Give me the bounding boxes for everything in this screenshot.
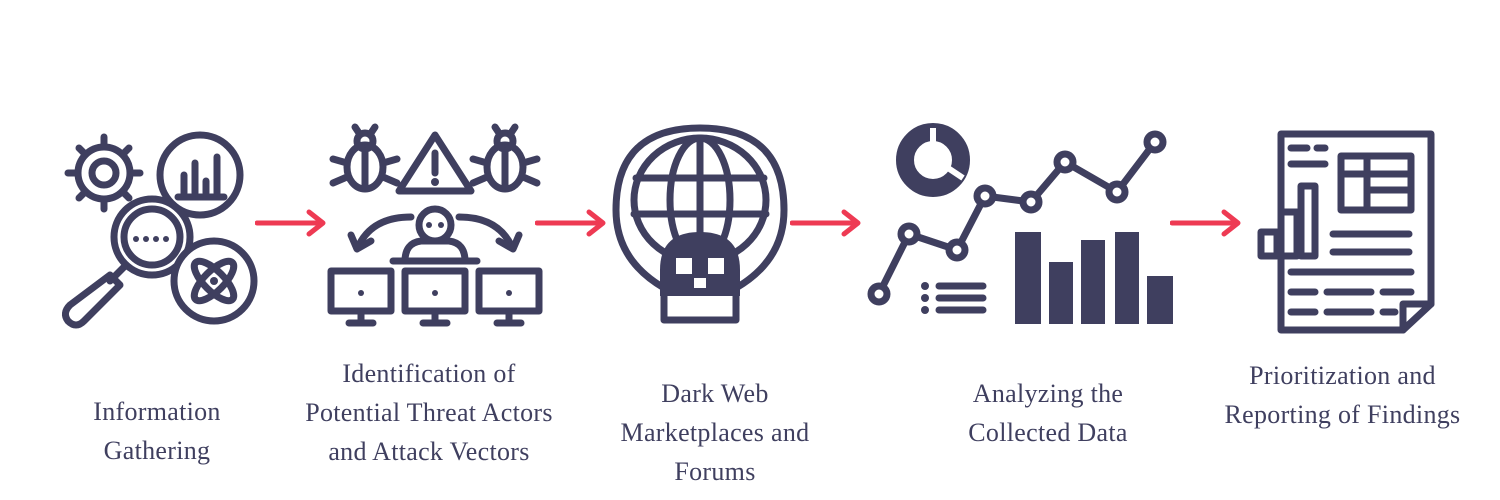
step-4-label-line-2: Collected Data (968, 418, 1128, 447)
step-2-label-line-1: Identification of (342, 359, 516, 388)
bug-icon (329, 123, 401, 193)
magnifier-icon (61, 195, 194, 329)
threat-actor-bugs-warning-icon (327, 123, 543, 327)
step-4-label: Analyzing the Collected Data (928, 374, 1168, 452)
step-5-label-line-2: Reporting of Findings (1224, 400, 1461, 429)
gear-icon (64, 133, 144, 213)
table-icon (1337, 152, 1415, 214)
step-1-label-line-2: Gathering (103, 436, 211, 465)
computer-monitor-icon (475, 267, 543, 327)
step-3-label-line-2: Marketplaces and (620, 418, 810, 447)
step-2-label-line-3: and Attack Vectors (328, 437, 530, 466)
step-3-label: Dark Web Marketplaces and Forums (590, 374, 840, 491)
arrow-right-icon (255, 209, 326, 237)
hacker-person-icon (401, 205, 469, 265)
skull-icon (660, 232, 740, 296)
magnifier-gear-chart-atom-icon (61, 131, 258, 329)
step-2-label: Identification of Potential Threat Actor… (270, 354, 588, 471)
computer-monitor-icon (327, 267, 395, 327)
step-3-label-line-3: Forums (674, 457, 756, 486)
step-2-label-line-2: Potential Threat Actors (305, 398, 553, 427)
computer-monitor-icon (401, 267, 469, 327)
report-document-icon (1257, 130, 1435, 334)
arrow-right-icon (535, 209, 606, 237)
bar-chart-icon (1015, 232, 1173, 324)
arrow-right-icon (1170, 209, 1241, 237)
arrow-right-icon (790, 209, 861, 237)
donut-chart-icon (896, 123, 970, 197)
step-1-label: Information Gathering (57, 392, 257, 470)
data-analysis-charts-icon (867, 123, 1173, 324)
bar-chart-icon (1257, 182, 1319, 260)
globe-skull-icon (612, 124, 788, 324)
step-5-label-line-1: Prioritization and (1249, 361, 1436, 390)
bug-icon (469, 123, 541, 193)
bar-chart-circle-icon (156, 131, 244, 219)
step-3-label-line-1: Dark Web (661, 379, 769, 408)
step-4-label-line-1: Analyzing the (972, 379, 1124, 408)
step-1-label-line-1: Information (93, 397, 221, 426)
list-icon (921, 282, 987, 314)
warning-triangle-icon (395, 131, 475, 195)
line-chart-icon (867, 130, 1167, 306)
atom-circle-icon (170, 237, 258, 325)
step-5-label: Prioritization and Reporting of Findings (1200, 356, 1485, 434)
